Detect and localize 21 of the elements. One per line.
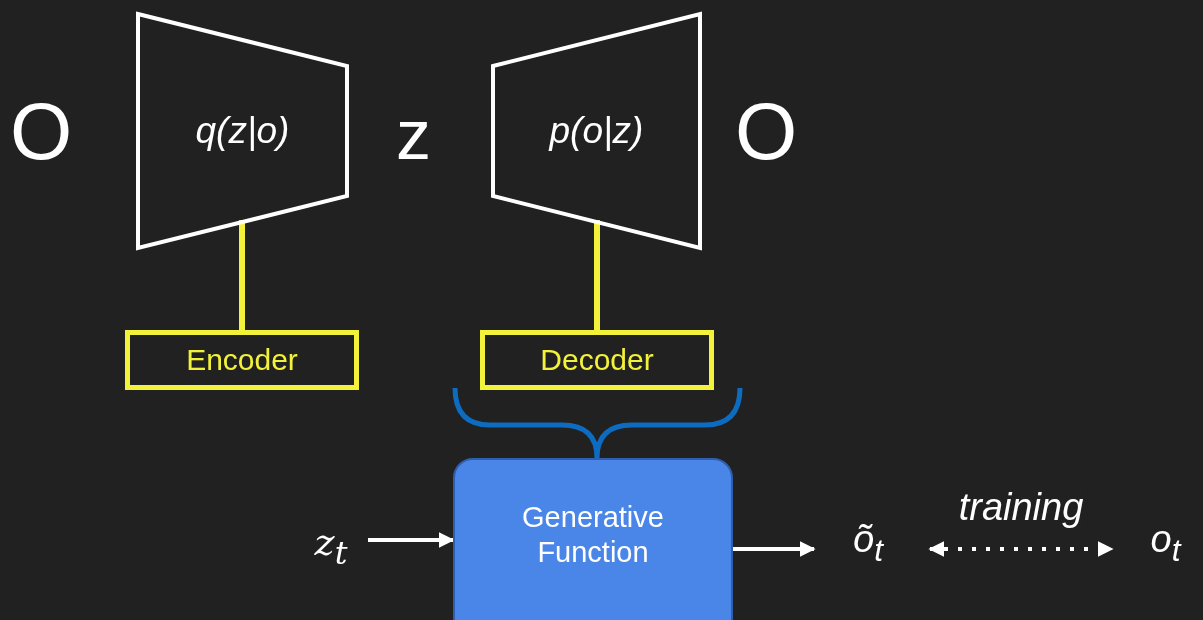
connector-line (594, 220, 600, 330)
label-box (125, 330, 359, 390)
variable-label: O (10, 92, 73, 172)
decoder-trapezoid (493, 14, 700, 248)
math-symbol: o$_{t}$ (1150, 517, 1181, 569)
box-label: Encoder (186, 343, 298, 377)
process-box (453, 458, 733, 620)
formula-text: q(z|o) (195, 110, 290, 152)
box-label: Decoder (540, 343, 654, 377)
arrow (928, 541, 1114, 557)
variable-label: z (396, 100, 431, 170)
arrow (368, 532, 455, 548)
math-symbol: z$_{t}$ (314, 519, 348, 571)
variable-label: O (735, 92, 798, 172)
connector-line (239, 220, 245, 330)
arrow (733, 541, 816, 557)
process-label: Generative Function (521, 500, 665, 570)
label-box (480, 330, 714, 390)
encoder-trapezoid (138, 14, 347, 248)
formula-text: p(o|z) (549, 110, 644, 152)
math-symbol: õ$_{t}$ (853, 517, 883, 569)
